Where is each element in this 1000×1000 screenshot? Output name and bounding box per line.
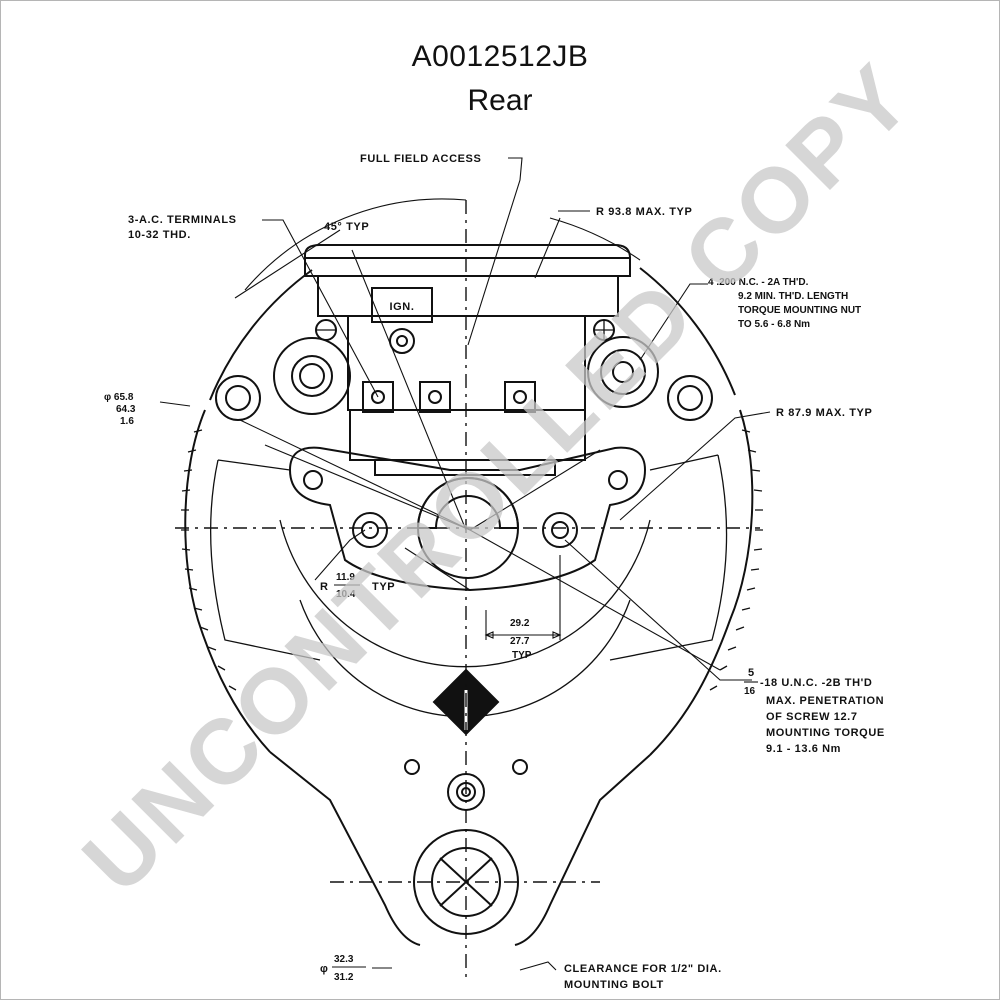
fastener-right: [542, 512, 578, 548]
label-screw-frac-den: 16: [744, 686, 756, 697]
center-bracket: [288, 446, 647, 592]
ac-terminal-3: [504, 381, 536, 413]
label-screw-frac-num: 5: [748, 667, 755, 679]
label-r-small-bottom: 10.4: [336, 589, 356, 600]
label-ac-thread: 10-32 THD.: [128, 229, 191, 241]
label-bolt-dia-prefix: φ: [320, 963, 328, 975]
label-offset-typ: TYP: [512, 650, 532, 661]
label-nut-3: TORQUE MOUNTING NUT: [738, 305, 861, 316]
label-ac-terminals: 3-A.C. TERMINALS: [128, 214, 237, 226]
label-r879: R 87.9 MAX. TYP: [776, 407, 872, 419]
view-subtitle: Rear: [467, 84, 533, 117]
label-nut-1: 4 .200 N.C. - 2A TH'D.: [708, 277, 809, 288]
label-dia-left-2: 64.3: [116, 404, 136, 415]
label-screw-5: 9.1 - 13.6 Nm: [766, 743, 841, 755]
label-clearance-2: MOUNTING BOLT: [564, 979, 664, 991]
right-slot: [609, 454, 728, 661]
label-r-small-prefix: R: [320, 581, 329, 593]
label-full-field-access: FULL FIELD ACCESS: [360, 153, 481, 165]
output-terminal: [587, 336, 659, 408]
label-offset-top: 29.2: [510, 618, 530, 629]
left-slot: [209, 459, 321, 661]
ac-terminal-2: [419, 381, 451, 413]
label-45-typ: 45° TYP: [324, 221, 369, 233]
stud-boss-left: [273, 337, 351, 415]
dimension-lines: [159, 157, 771, 971]
ac-terminal-1: [362, 381, 394, 413]
label-screw-2: MAX. PENETRATION: [766, 695, 884, 707]
ign-label: IGN.: [389, 301, 414, 313]
label-clearance-1: CLEARANCE FOR 1/2" DIA.: [564, 963, 722, 975]
ign-terminal: [389, 328, 415, 354]
lower-hole-left: [404, 759, 420, 775]
label-nut-4: TO 5.6 - 6.8 Nm: [738, 319, 810, 330]
label-r-small-typ: TYP: [372, 581, 395, 593]
label-dia-left-3: 1.6: [120, 416, 134, 427]
label-bolt-dia-top: 32.3: [334, 954, 354, 965]
label-screw-3: OF SCREW 12.7: [766, 711, 858, 723]
label-dia-left-1: φ 65.8: [104, 392, 134, 403]
label-r938: R 93.8 MAX. TYP: [596, 206, 692, 218]
label-screw-1: -18 U.N.C. -2B TH'D: [760, 677, 872, 689]
lower-hole-right: [512, 759, 528, 775]
label-screw-4: MOUNTING TORQUE: [766, 727, 885, 739]
uncontrolled-copy-watermark: UNCONTROLLED COPY: [64, 44, 932, 912]
mount-ear-right: [667, 375, 713, 421]
label-offset-bottom: 27.7: [510, 636, 530, 647]
fastener-left: [352, 512, 388, 548]
label-nut-2: 9.2 MIN. TH'D. LENGTH: [738, 291, 848, 302]
part-number-title: A0012512JB: [411, 40, 589, 73]
housing-outline: [181, 267, 763, 946]
ign-label-box: [371, 287, 433, 323]
label-bolt-dia-bottom: 31.2: [334, 972, 354, 983]
label-r-small-top: 11.9: [336, 572, 355, 583]
mount-ear-left: [215, 375, 261, 421]
